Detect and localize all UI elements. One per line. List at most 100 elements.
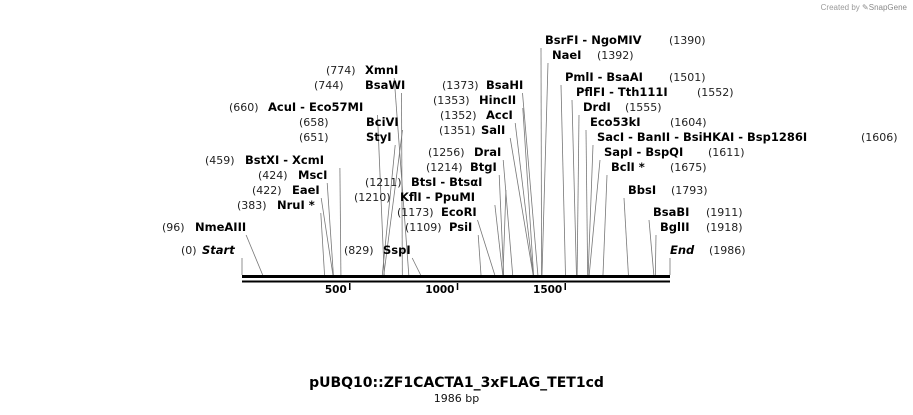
enzyme-label[interactable]: DraI [474, 145, 501, 159]
site-position: (1173) [397, 206, 434, 219]
site-connector [648, 219, 655, 276]
site-connector [571, 99, 577, 276]
enzyme-label[interactable]: BsaBI [653, 205, 689, 219]
site-position: (1211) [365, 176, 402, 189]
enzyme-label[interactable]: DrdI [583, 100, 611, 114]
site-connector [320, 212, 325, 276]
enzyme-label[interactable]: NaeI [552, 48, 581, 62]
site-position: (658) [299, 116, 329, 129]
enzyme-label[interactable]: MscI [298, 168, 327, 182]
enzyme-label[interactable]: PflFI - Tth111I [576, 85, 668, 99]
site-connector [522, 107, 534, 276]
enzyme-label[interactable]: BsrFI - NgoMIV [545, 33, 642, 47]
site-position: (1793) [671, 184, 708, 197]
site-position: (660) [229, 101, 259, 114]
enzyme-label[interactable]: SacI - BanII - BsiHKAI - Bsp1286I [597, 130, 807, 144]
site-position: (1501) [669, 71, 706, 84]
enzyme-label[interactable]: BtgI [470, 160, 497, 174]
site-connector [540, 47, 542, 276]
enzyme-label[interactable]: PmlI - BsaAI [565, 70, 643, 84]
site-position: (1210) [354, 191, 391, 204]
site-position: (1555) [625, 101, 662, 114]
site-position: (422) [252, 184, 282, 197]
site-position: (1392) [597, 49, 634, 62]
site-connector [588, 159, 601, 276]
site-connector [393, 77, 410, 276]
enzyme-label[interactable]: BsaWI [365, 78, 405, 92]
site-connector [585, 129, 589, 276]
plasmid-name: pUBQ10::ZF1CACTA1_3xFLAG_TET1cd [309, 375, 604, 391]
ruler-tick-label: 1500 [533, 284, 562, 296]
site-connector [509, 137, 534, 276]
enzyme-label[interactable]: BtsI - BtsαI [411, 175, 482, 189]
site-connector [477, 234, 482, 276]
enzyme-label[interactable]: BclI * [611, 160, 645, 174]
ruler: 500 1000 1500 [325, 283, 567, 296]
site-connector [514, 122, 534, 276]
site-position: (1606) [861, 131, 898, 144]
site-connector [654, 234, 657, 276]
enzyme-label[interactable]: BstXI - XcmI [245, 153, 324, 167]
enzyme-label[interactable]: AcuI - Eco57MI [268, 100, 363, 114]
site-position: (1373) [442, 79, 479, 92]
enzyme-label[interactable]: NruI * [277, 198, 315, 212]
site-connector [377, 114, 385, 276]
site-position: (744) [314, 79, 344, 92]
site-position: (1214) [426, 161, 463, 174]
enzyme-label[interactable]: AccI [486, 108, 513, 122]
map-end-label[interactable]: Start [202, 243, 235, 257]
snapgene-credit: Created by ✎SnapGene [821, 3, 907, 12]
site-labels: (0) Start (96) NmeAIII (383) NruI *(422) EaeI (… [162, 33, 898, 257]
map-end-label[interactable]: End [670, 243, 695, 257]
ruler-tick-label: 500 [325, 284, 347, 296]
site-connector [411, 257, 422, 276]
enzyme-label[interactable]: KflI - PpuMI [400, 190, 475, 204]
site-position: (1351) [439, 124, 476, 137]
enzyme-label[interactable]: NmeAIII [195, 220, 246, 234]
site-connector [502, 189, 507, 276]
site-position: (0) [181, 244, 197, 257]
enzyme-label[interactable]: BsaHI [486, 78, 523, 92]
site-connector [320, 197, 334, 276]
enzyme-label[interactable]: PsiI [449, 220, 472, 234]
plasmid-length: 1986 bp [433, 392, 480, 405]
site-connector [587, 144, 594, 276]
site-position: (651) [299, 131, 329, 144]
enzyme-label[interactable]: EcoRI [441, 205, 477, 219]
site-position: (1911) [706, 206, 743, 219]
site-connector-lines [241, 47, 671, 276]
site-position: (96) [162, 221, 185, 234]
site-position: (383) [237, 199, 267, 212]
ruler-tick-label: 1000 [425, 284, 454, 296]
sequence-backbone [242, 275, 670, 283]
site-connector [339, 167, 342, 276]
site-connector [576, 114, 580, 276]
site-connector [502, 159, 514, 276]
site-connector [245, 234, 264, 276]
site-connector [522, 92, 539, 276]
enzyme-label[interactable]: Eco53kI [590, 115, 641, 129]
site-connector [477, 219, 496, 276]
enzyme-label[interactable]: BglII [660, 220, 690, 234]
credit-brand: SnapGene [868, 3, 907, 12]
site-position: (1352) [440, 109, 477, 122]
site-position: (1390) [669, 34, 706, 47]
credit-prefix: Created by [820, 3, 860, 12]
site-position: (1256) [428, 146, 465, 159]
enzyme-label[interactable]: XmnI [365, 63, 398, 77]
enzyme-label[interactable]: SspI [383, 243, 411, 257]
enzyme-label[interactable]: BbsI [628, 183, 656, 197]
site-connector [383, 129, 403, 276]
enzyme-label[interactable]: SapI - BspQI [604, 145, 683, 159]
site-position: (459) [205, 154, 235, 167]
enzyme-label[interactable]: HincII [479, 93, 516, 107]
snapgene-logo-icon: ✎ [862, 3, 869, 12]
enzyme-label[interactable]: EaeI [292, 183, 320, 197]
enzyme-label[interactable]: StyI [366, 130, 392, 144]
enzyme-label[interactable]: SalI [481, 123, 505, 137]
enzyme-label[interactable]: BciVI [366, 115, 399, 129]
site-connector [602, 174, 608, 276]
site-position: (1675) [670, 161, 707, 174]
site-position: (1109) [405, 221, 442, 234]
